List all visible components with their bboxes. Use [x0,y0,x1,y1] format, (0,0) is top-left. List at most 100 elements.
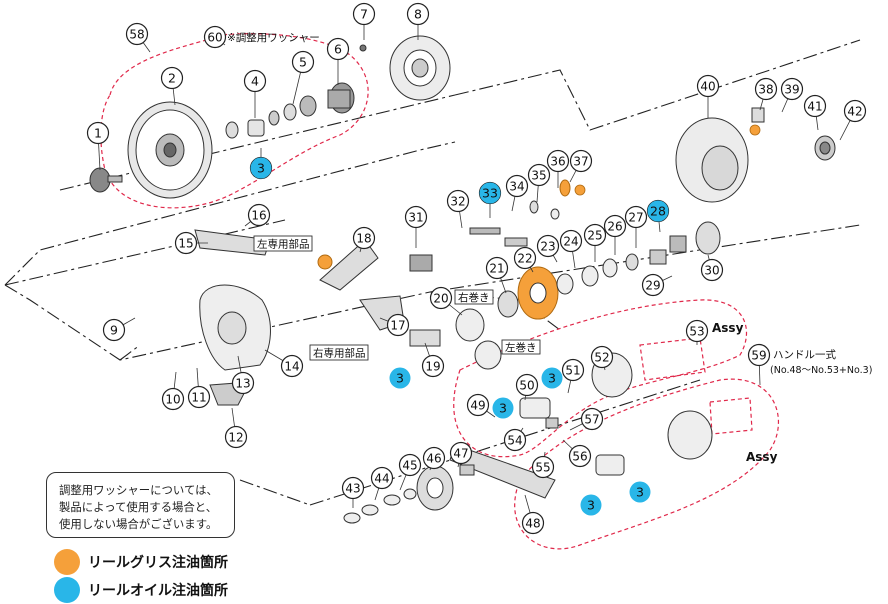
svg-text:48: 48 [525,516,540,530]
part-callout-37: 37 [569,149,593,173]
part-callout-15: 15 [174,231,198,255]
svg-text:28: 28 [650,204,666,219]
svg-text:59: 59 [751,348,766,362]
part-callout-16: 16 [247,203,271,227]
oil-marker: 3 [492,397,514,419]
part-callout-52: 52 [590,345,614,369]
part-callout-47: 47 [449,441,473,465]
part-callout-27: 27 [624,205,648,229]
svg-text:3: 3 [636,485,644,500]
svg-text:17: 17 [390,318,405,332]
part-callout-23: 23 [536,234,560,258]
part-callout-2: 2 [160,66,184,90]
handle-set-range: (No.48〜No.53+No.3) [770,365,872,376]
knob-drawing [89,167,123,193]
svg-text:41: 41 [807,99,822,113]
part-callout-60: 60 [203,25,227,49]
handle-set-label: ハンドル一式 [773,348,836,361]
washer-note-box: 調整用ワッシャーについては、 製品によって使用する場合と、 使用しない場合がござ… [46,472,235,538]
svg-text:46: 46 [426,451,441,465]
oil-marker: 3 [250,157,272,179]
svg-text:6: 6 [334,41,342,56]
handle-drawing [343,352,713,524]
part-callout-6: 6 [326,37,350,61]
frame-plate-drawing [675,107,836,203]
svg-text:27: 27 [628,210,643,224]
svg-text:3: 3 [396,371,404,386]
part-callout-22: 22 [513,246,537,270]
assy-label-bottom: Assy [746,450,778,464]
svg-text:56: 56 [572,449,587,463]
note-line: 製品によって使用する場合と、 [59,500,218,514]
oil-marker: 3 [389,367,411,389]
svg-text:15: 15 [178,236,193,250]
legend-oil-label: リールオイル注油箇所 [88,583,228,599]
part-callout-1: 1 [86,121,110,145]
svg-text:52: 52 [594,350,609,364]
svg-text:21: 21 [489,261,504,275]
svg-text:33: 33 [482,186,498,201]
svg-text:37: 37 [573,154,588,168]
svg-text:40: 40 [700,79,715,93]
svg-text:29: 29 [645,278,660,292]
part-callout-14: 14 [280,354,304,378]
note-line: 調整用ワッシャーについては、 [59,483,218,497]
svg-text:36: 36 [550,154,565,168]
oil-marker: 3 [541,367,563,389]
part-callout-25: 25 [583,223,607,247]
part-callout-7: 7 [352,2,376,26]
legend-oil: リールオイル注油箇所 [54,577,228,603]
part-callout-45: 45 [398,453,422,477]
gear-train-drawing [317,179,721,370]
part-callout-44: 44 [370,466,394,490]
part-callout-51: 51 [561,358,585,382]
svg-text:54: 54 [507,433,522,447]
part-callout-21: 21 [485,256,509,280]
grease-marker [574,184,586,196]
legend-grease: リールグリス注油箇所 [54,549,228,575]
part-callout-58: 58 [125,22,149,46]
svg-text:60: 60 [207,30,222,44]
svg-text:10: 10 [165,392,180,406]
part-callout-41: 41 [803,94,827,118]
oil-marker: 33 [479,182,501,204]
part-callout-55: 55 [531,455,555,479]
svg-text:3: 3 [548,371,556,386]
part-callout-18: 18 [352,226,376,250]
part-callout-39: 39 [780,77,804,101]
part-callout-43: 43 [341,476,365,500]
handle-group-outline [453,299,748,458]
drag-plate-drawing [359,35,451,101]
svg-text:8: 8 [414,6,422,21]
svg-text:18: 18 [356,231,371,245]
svg-text:51: 51 [565,363,580,377]
note-line: 使用しない場合がございます。 [59,517,218,531]
svg-text:20: 20 [433,291,448,305]
svg-text:44: 44 [374,471,389,485]
svg-text:24: 24 [563,234,578,248]
svg-text:26: 26 [607,219,622,233]
left-only-label: 左専用部品 [257,238,310,251]
part-callout-29: 29 [641,273,665,297]
part-callout-56: 56 [568,444,592,468]
part-callout-8: 8 [406,2,430,26]
grease-marker [749,124,761,136]
part-callout-31: 31 [404,205,428,229]
oil-dot-icon [54,577,80,603]
svg-text:43: 43 [345,481,360,495]
svg-text:16: 16 [251,208,266,222]
svg-text:13: 13 [235,376,250,390]
part-callout-4: 4 [243,69,267,93]
legend-grease-label: リールグリス注油箇所 [88,555,228,571]
part-callout-17: 17 [386,313,410,337]
part-callout-38: 38 [754,77,778,101]
assy-53-box-bottom [709,397,753,435]
svg-text:11: 11 [191,390,206,404]
svg-text:34: 34 [509,179,524,193]
svg-text:14: 14 [284,359,299,373]
svg-text:3: 3 [587,498,595,513]
svg-text:45: 45 [402,458,417,472]
spool-drawing [127,101,213,199]
svg-text:3: 3 [499,401,507,416]
svg-text:38: 38 [758,82,773,96]
